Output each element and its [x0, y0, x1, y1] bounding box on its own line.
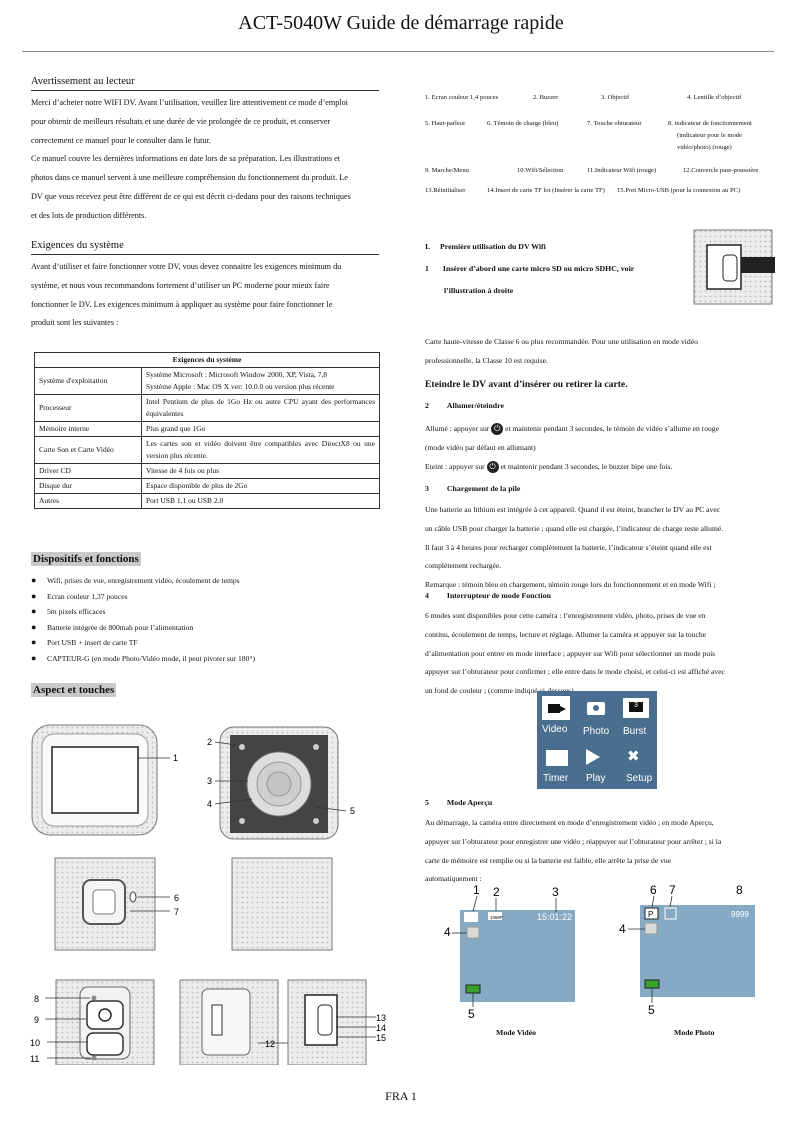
setup-mode-icon: ✖	[627, 749, 640, 765]
section-5-paragraph: Au démarrage, la caméra entre directemen…	[425, 818, 722, 884]
svg-text:5: 5	[648, 1003, 655, 1017]
battery-icon	[465, 984, 481, 994]
svg-text:1: 1	[473, 883, 480, 897]
camera-bottom-body	[231, 857, 333, 951]
svg-text:1080P: 1080P	[490, 915, 503, 920]
list-item: ●Port USB + insert de carte TF	[31, 637, 138, 648]
svg-text:P: P	[648, 910, 653, 919]
svg-text:8: 8	[736, 883, 743, 897]
power-button	[86, 1000, 124, 1030]
requirements-heading-rule	[31, 254, 379, 255]
video-mode-caption: Mode Vidéo	[496, 1028, 537, 1037]
mode-menu: 3 Video Photo Burst ✖ Timer Play Setup	[537, 691, 657, 789]
camera-illustrations: 1 2 3 4 5 6 7 8 9 10 11 12 13 14 15	[30, 724, 386, 1065]
parts-list: 1. Ecran couleur 1,4 pouces 2. Buzzer 3.…	[425, 94, 775, 199]
features-list: ●Wifi, prises de vue, enregistrement vid…	[31, 573, 391, 667]
video-time: 15:01:22	[537, 912, 572, 922]
eteindre-warning: Eteindre le DV avant d’insérer ou retire…	[425, 379, 628, 390]
sd-card	[741, 257, 775, 273]
svg-text:3: 3	[552, 885, 559, 899]
aspect-heading: Aspect et touches	[31, 683, 117, 697]
callout-label: 15	[376, 1033, 386, 1043]
page-title: ACT-5040W Guide de démarrage rapide	[238, 12, 564, 34]
power-icon: ⏻	[491, 423, 504, 436]
system-requirements-table: Exigences du système Système d'exploitat…	[34, 352, 380, 509]
list-item: 13.Réinitialiser 14.Insert de carte TF l…	[425, 187, 741, 194]
callout-label: 7	[174, 907, 179, 917]
list-item: ●CAPTEUR-G (en mode Photo/Vidéo mode, il…	[31, 652, 256, 663]
callout-label: 1	[173, 753, 178, 763]
mode-label: Play	[586, 773, 606, 784]
dust-cover	[201, 988, 251, 1056]
photo-count: 9999	[731, 910, 749, 919]
card-paragraph: Carte haute-vitesse de Classe 6 ou plus …	[425, 337, 698, 365]
camera-front-screen	[51, 746, 139, 814]
section-3-paragraph: Une batterie au lithium est intégrée à c…	[425, 505, 724, 590]
list-item: ●Ecran couleur 1,37 pouces	[31, 590, 128, 601]
warning-paragraph: Merci d’acheter notre WIFI DV. Avant l’u…	[31, 98, 351, 220]
callout-label: 2	[207, 737, 212, 747]
mode-label: Setup	[626, 773, 653, 784]
callout-label: 8	[34, 994, 39, 1004]
preview-screens: 1080P 15:01:22 1 2 3 4 5 P 9999 6 7 8 4 …	[444, 883, 755, 1021]
list-item: 9. Marche/Menu 10.Wifi/Sélection 11.Indi…	[425, 167, 759, 174]
list-item: ●Batterie intégrée de 800mah pour l’alim…	[31, 621, 194, 632]
callout-label: 10	[30, 1038, 40, 1048]
svg-text:4: 4	[619, 922, 626, 936]
mode-label: Timer	[543, 773, 569, 784]
title-divider	[22, 51, 774, 52]
timer-mode-icon	[546, 750, 568, 766]
svg-text:2: 2	[493, 885, 500, 899]
mode-label: Burst	[623, 726, 647, 737]
table-header: Exigences du système	[34, 352, 380, 368]
requirements-paragraph: Avant d’utiliser et faire fonctionner vo…	[31, 262, 342, 328]
section-1-heading: I.Première utilisation du DV Wifi	[425, 242, 546, 251]
callout-label: 9	[34, 1015, 39, 1025]
svg-text:4: 4	[444, 925, 451, 939]
mode-label: Video	[542, 724, 568, 735]
play-mode-icon	[586, 749, 600, 765]
wifi-button	[86, 1032, 124, 1056]
callout-label: 13	[376, 1013, 386, 1023]
callout-label: 11	[30, 1054, 39, 1064]
list-item: ●Wifi, prises de vue, enregistrement vid…	[31, 575, 240, 585]
svg-text:5: 5	[468, 1007, 475, 1021]
battery-icon	[644, 979, 660, 989]
devices-heading: Dispositifs et fonctions	[31, 552, 141, 566]
svg-text:7: 7	[669, 883, 676, 897]
section-2-paragraph: Allumé : appuyer sur ⏻ et maintenir pend…	[425, 423, 719, 473]
list-item: ●5m pixels efficaces	[31, 606, 106, 617]
callout-label: 6	[174, 893, 179, 903]
callout-label: 14	[376, 1023, 386, 1033]
svg-text:6: 6	[650, 883, 657, 897]
power-icon: ⏻	[486, 460, 499, 473]
mode-label: Photo	[583, 726, 610, 737]
photo-mode-caption: Mode Photo	[674, 1028, 715, 1037]
page-footer: FRA 1	[385, 1089, 417, 1103]
warning-heading-rule	[31, 90, 379, 91]
section-4-paragraph: 6 modes sont disponibles pour cette camé…	[425, 611, 725, 696]
requirements-heading: Exigences du système	[31, 240, 124, 251]
card-insert-illustration	[693, 229, 775, 305]
list-item: 5. Haut-parleur 6. Témoin de charge (ble…	[425, 120, 752, 127]
warning-heading: Avertissement au lecteur	[31, 76, 135, 87]
callout-label: 3	[207, 776, 212, 786]
callout-label: 12	[265, 1039, 275, 1049]
section-1-1-text-2: l’illustration à droite	[444, 286, 514, 295]
list-item: 1. Ecran couleur 1,4 pouces 2. Buzzer 3.…	[425, 94, 742, 101]
callout-label: 5	[350, 806, 355, 816]
callout-label: 4	[207, 799, 212, 809]
